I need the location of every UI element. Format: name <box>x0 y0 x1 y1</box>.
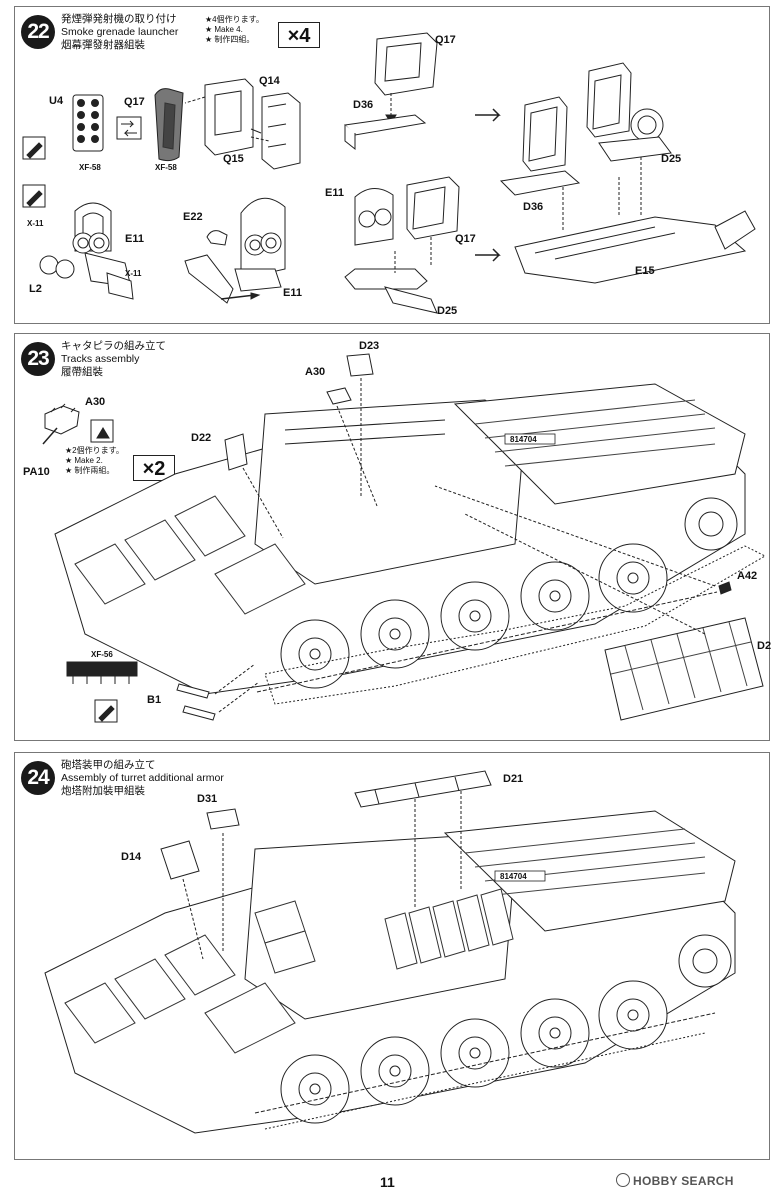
step-title-zh: 履帶組裝 <box>61 366 103 378</box>
step-title-en: Smoke grenade launcher <box>61 26 179 38</box>
part-label: D14 <box>121 851 142 863</box>
step-23-illustration <box>42 353 767 723</box>
step-24-panel: 24 砲塔装甲の組み立て Assembly of turret addition… <box>14 752 770 1160</box>
make-note-zh: ★ 制作四組。 <box>205 35 255 44</box>
multiplier-badge: ×2 <box>133 455 175 481</box>
part-label: D25 <box>661 153 682 165</box>
part-label: A30 <box>85 396 106 408</box>
part-label: E11 <box>325 187 344 199</box>
part-label: D21 <box>503 773 524 785</box>
part-label: B1 <box>147 694 162 706</box>
step-title: 砲塔装甲の組み立て Assembly of turret additional … <box>61 759 224 798</box>
part-label: D31 <box>197 793 218 805</box>
step-23-panel: 23 キャタピラの組み立て Tracks assembly 履帶組裝 ★2個作り… <box>14 333 772 741</box>
step-title: 発煙弾発射機の取り付け Smoke grenade launcher 烟幕彈發射… <box>61 13 178 52</box>
make-note: ★2個作ります。 ★ Make 2. ★ 制作兩組。 <box>65 446 124 476</box>
make-note-en: ★ Make 2. <box>65 456 103 465</box>
part-label: Q14 <box>259 75 280 87</box>
part-label: L2 <box>29 283 42 295</box>
step-title-jp: 発煙弾発射機の取り付け <box>61 13 177 25</box>
part-label: D36 <box>523 201 544 213</box>
step-number: 24 <box>21 761 55 795</box>
step-number: 23 <box>21 342 55 376</box>
part-label: Q17 <box>435 34 456 46</box>
step-number: 22 <box>21 15 55 49</box>
part-label: A42 <box>737 570 758 582</box>
step-title: キャタピラの組み立て Tracks assembly 履帶組裝 <box>61 340 166 379</box>
make-note: ★4個作ります。 ★ Make 4. ★ 制作四組。 <box>205 15 264 45</box>
part-label: Q15 <box>223 153 244 165</box>
part-label: A30 <box>305 366 326 378</box>
brand-text: HOBBY SEARCH <box>633 1174 734 1188</box>
paint-label: XF-58 <box>79 163 101 172</box>
step-title-en: Assembly of turret additional armor <box>61 772 224 784</box>
step-title-jp: 砲塔装甲の組み立て <box>61 759 156 771</box>
part-label: D23 <box>359 340 380 352</box>
make-note-jp: ★2個作ります。 <box>65 446 124 455</box>
step-24-illustration <box>44 770 736 1134</box>
part-label: Q17 <box>124 96 145 108</box>
brand-watermark: HOBBY SEARCH <box>616 1173 734 1188</box>
part-label: D22 <box>191 432 212 444</box>
make-note-en: ★ Make 4. <box>205 25 243 34</box>
part-label: E15 <box>635 265 655 277</box>
make-note-jp: ★4個作ります。 <box>205 15 264 24</box>
step-title-zh: 炮塔附加裝甲組裝 <box>61 785 145 797</box>
step-22-panel: 22 発煙弾発射機の取り付け Smoke grenade launcher 烟幕… <box>14 6 770 324</box>
paint-label: X-11 <box>125 269 142 278</box>
part-label: D36 <box>353 99 374 111</box>
page-number: 11 <box>380 1174 395 1190</box>
step-title-zh: 烟幕彈發射器組裝 <box>61 39 145 51</box>
step-title-jp: キャタピラの組み立て <box>61 340 166 352</box>
step-22-illustration <box>22 32 756 314</box>
hull-number-label: 814704 <box>510 435 537 444</box>
part-label: E22 <box>183 211 203 223</box>
paint-label: XF-58 <box>155 163 177 172</box>
part-label: D2 <box>757 640 772 652</box>
hull-number-label: 814704 <box>500 872 527 881</box>
paint-label: XF-56 <box>91 650 113 659</box>
brand-logo-icon <box>616 1173 630 1187</box>
multiplier-badge: ×4 <box>278 22 320 48</box>
part-label: E11 <box>125 233 144 245</box>
make-note-zh: ★ 制作兩組。 <box>65 466 115 475</box>
part-label: PA10 <box>23 466 50 478</box>
step-title-en: Tracks assembly <box>61 353 140 365</box>
part-label: E11 <box>283 287 302 299</box>
part-label: U4 <box>49 95 64 107</box>
paint-label: X-11 <box>27 219 44 228</box>
part-label: D25 <box>437 305 458 317</box>
part-label: Q17 <box>455 233 476 245</box>
